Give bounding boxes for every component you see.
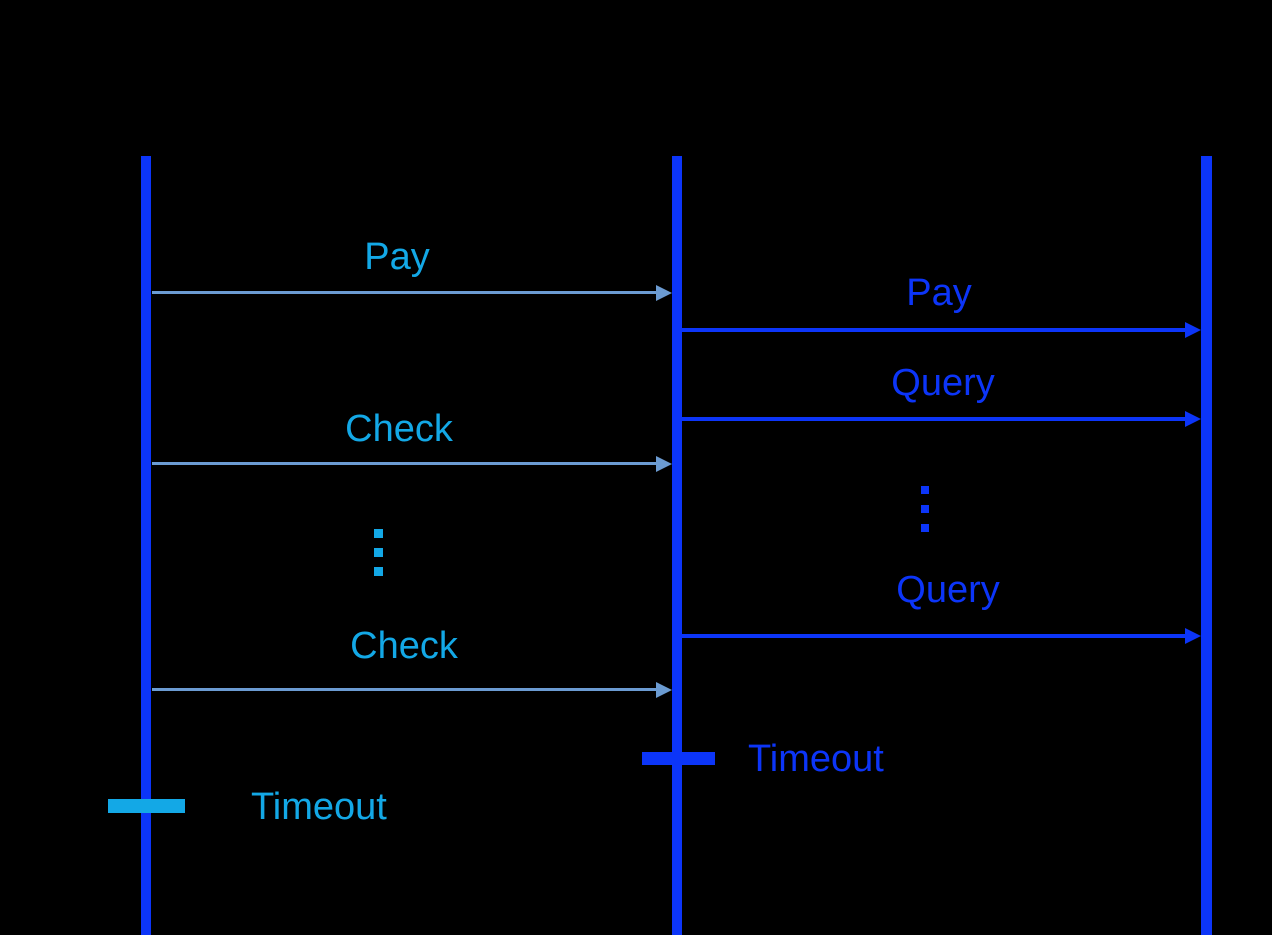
- message-arrow-pay-2: [682, 328, 1185, 332]
- timeout-tick-icon: [108, 799, 185, 813]
- message-label-query-2: Query: [896, 569, 1000, 611]
- timeout-label-left: Timeout: [251, 786, 387, 828]
- ellipsis-icon: [374, 529, 383, 576]
- arrowhead-right-icon: [1185, 628, 1201, 644]
- message-arrow-query-2: [682, 634, 1185, 638]
- dot: [921, 505, 929, 513]
- message-label-pay-1: Pay: [364, 236, 430, 278]
- message-label-check-1: Check: [345, 408, 453, 450]
- dot: [921, 524, 929, 532]
- message-arrow-check-1: [152, 462, 656, 465]
- arrowhead-right-icon: [656, 682, 672, 698]
- message-arrow-pay-1: [152, 291, 656, 294]
- dot: [921, 486, 929, 494]
- lifeline-middle: [672, 156, 682, 935]
- ellipsis-icon: [921, 486, 929, 532]
- arrowhead-right-icon: [656, 285, 672, 301]
- lifeline-right: [1201, 156, 1212, 935]
- message-arrow-query-1: [682, 417, 1185, 421]
- dot: [374, 548, 383, 557]
- timeout-label-middle: Timeout: [748, 738, 884, 780]
- arrowhead-right-icon: [656, 456, 672, 472]
- dot: [374, 529, 383, 538]
- timeout-tick-icon: [642, 752, 715, 765]
- message-arrow-check-2: [152, 688, 656, 691]
- dot: [374, 567, 383, 576]
- message-label-check-2: Check: [350, 625, 458, 667]
- lifeline-left: [141, 156, 151, 935]
- arrowhead-right-icon: [1185, 322, 1201, 338]
- arrowhead-right-icon: [1185, 411, 1201, 427]
- message-label-pay-2: Pay: [906, 272, 972, 314]
- message-label-query-1: Query: [891, 362, 995, 404]
